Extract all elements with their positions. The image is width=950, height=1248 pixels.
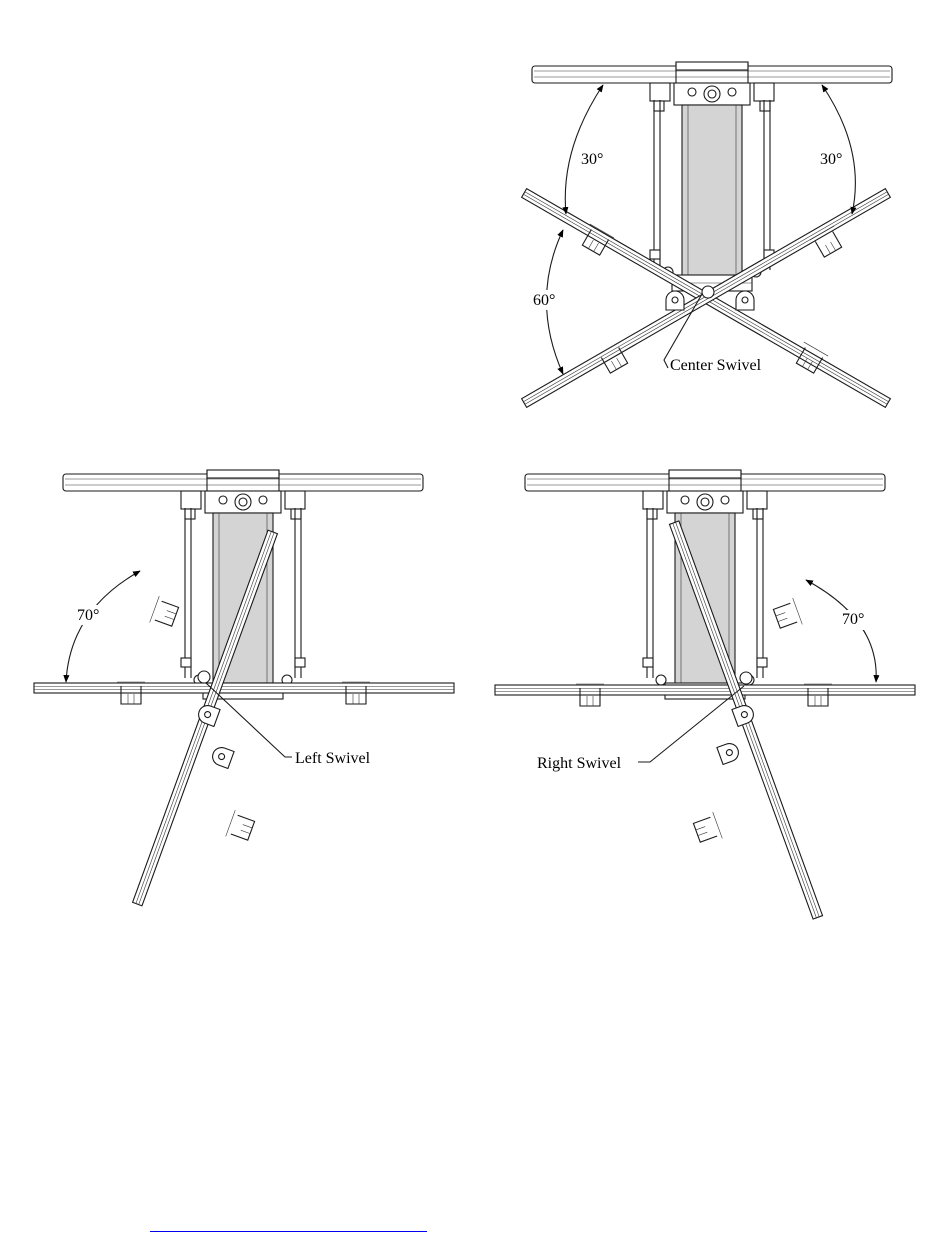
right-swivel-label: Right Swivel [537,755,622,772]
left-swivel-label: Left Swivel [295,750,371,767]
center-swivel-view: 30° 30° 60° Center Swivel [522,62,892,407]
footer-link-underline[interactable] [150,1231,427,1232]
angle-label-upper-right: 30° [820,151,842,168]
angle-label-upper-left: 30° [581,151,603,168]
center-swivel-label: Center Swivel [670,357,762,374]
angle-arc-left [66,571,140,682]
angle-arc-right [806,580,876,682]
angle-label-lower: 60° [533,292,555,309]
right-swivel-view: 70° Right Swivel [495,470,915,919]
angle-label-right: 70° [842,611,864,628]
angle-label-left: 70° [77,607,99,624]
left-swivel-view: 70° Left Swivel [34,470,454,906]
